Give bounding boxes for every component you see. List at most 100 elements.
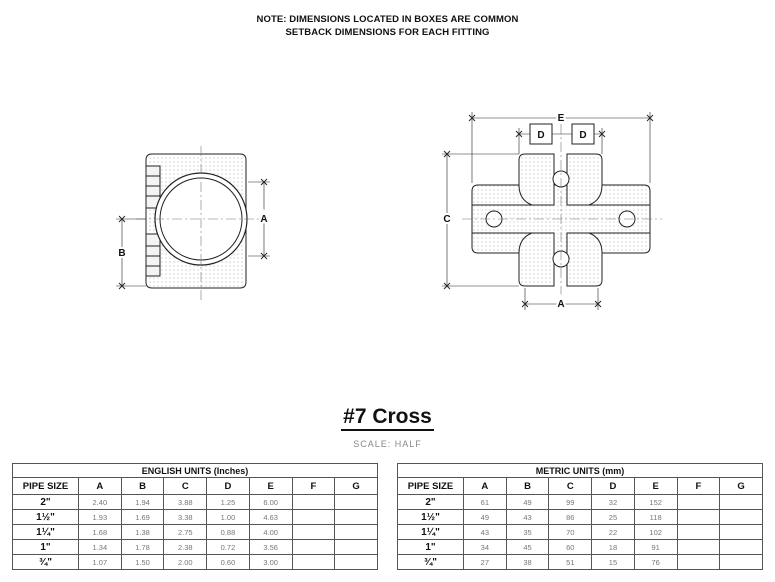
table-cell: 61 [463,494,507,510]
table-cell: 76 [633,554,678,570]
table-cell: 22 [591,524,635,540]
top-label-d-left: D [537,130,544,141]
table-cell [676,554,721,570]
table-cell: 1.50 [120,554,165,570]
table-cell: 118 [633,509,678,525]
top-label-a: A [557,299,564,310]
pipe-size-cell: 2" [12,494,79,510]
english-header-row: PIPE SIZE A B C D E F G [12,477,378,495]
table-cell: 1.94 [120,494,165,510]
table-cell: 51 [548,554,593,570]
table-cell: 18 [591,539,635,555]
table-cell: 1.68 [78,524,122,540]
header-cell: PIPE SIZE [397,477,464,495]
pipe-size-cell: 1" [12,539,79,555]
table-cell: 2.38 [163,539,208,555]
table-cell: 49 [463,509,507,525]
table-cell [291,509,336,525]
table-cell: 0.88 [206,524,250,540]
header-cell: D [206,477,250,495]
table-cell: 70 [548,524,593,540]
table-cell: 49 [505,494,550,510]
table-cell [719,509,763,525]
table-cell: 3.56 [248,539,293,555]
table-cell [334,494,378,510]
table-cell: 43 [505,509,550,525]
note-line-1: NOTE: DIMENSIONS LOCATED IN BOXES ARE CO… [256,14,519,25]
table-cell: 1.34 [78,539,122,555]
scale-label: SCALE: HALF [353,439,422,449]
setback-note: NOTE: DIMENSIONS LOCATED IN BOXES ARE CO… [0,13,775,39]
page-title: #7 Cross [0,405,775,431]
table-cell: 27 [463,554,507,570]
table-cell: 0.72 [206,539,250,555]
pipe-size-cell: ¾" [12,554,79,570]
table-cell: 45 [505,539,550,555]
table-cell [291,554,336,570]
side-label-b: B [118,248,125,259]
side-label-a: A [260,214,267,225]
header-cell: G [719,477,763,495]
table-cell [334,539,378,555]
pipe-size-cell: 1½" [12,509,79,525]
metric-table-caption: METRIC UNITS (mm) [397,463,763,478]
header-cell: B [120,477,165,495]
table-cell: 15 [591,554,635,570]
header-cell: D [591,477,635,495]
header-cell: E [633,477,678,495]
header-cell: C [548,477,593,495]
table-cell [676,524,721,540]
table-cell: 99 [548,494,593,510]
table-cell [291,494,336,510]
table-cell: 91 [633,539,678,555]
table-cell [719,494,763,510]
table-cell [719,554,763,570]
table-cell: 3.00 [248,554,293,570]
top-label-e: E [558,113,565,124]
top-label-c: C [443,214,450,225]
header-cell: F [676,477,721,495]
table-cell: 3.38 [163,509,208,525]
header-cell: G [334,477,378,495]
english-units-table: ENGLISH UNITS (Inches) PIPE SIZE A B C D… [12,463,378,570]
pipe-size-cell: 1¼" [12,524,79,540]
table-cell: 1.00 [206,509,250,525]
table-cell: 38 [505,554,550,570]
table-cell: 152 [633,494,678,510]
top-view [442,112,662,310]
table-cell: 1.38 [120,524,165,540]
table-cell [676,494,721,510]
table-cell [676,509,721,525]
table-cell: 1.78 [120,539,165,555]
table-cell: 86 [548,509,593,525]
table-cell: 6.00 [248,494,293,510]
table-cell: 3.88 [163,494,208,510]
technical-drawing: A B [116,111,662,312]
table-cell: 4.63 [248,509,293,525]
table-cell [334,554,378,570]
table-cell: 25 [591,509,635,525]
english-table-caption: ENGLISH UNITS (Inches) [12,463,378,478]
table-cell: 2.40 [78,494,122,510]
header-cell: C [163,477,208,495]
table-cell [719,539,763,555]
table-cell: 1.07 [78,554,122,570]
table-cell: 1.69 [120,509,165,525]
pipe-size-cell: 1¼" [397,524,464,540]
header-cell: A [463,477,507,495]
metric-units-table: METRIC UNITS (mm) PIPE SIZE A B C D E F … [397,463,763,570]
header-cell: A [78,477,122,495]
pipe-size-cell: 1½" [397,509,464,525]
table-cell: 0.60 [206,554,250,570]
table-cell: 4.00 [248,524,293,540]
table-cell: 102 [633,524,678,540]
